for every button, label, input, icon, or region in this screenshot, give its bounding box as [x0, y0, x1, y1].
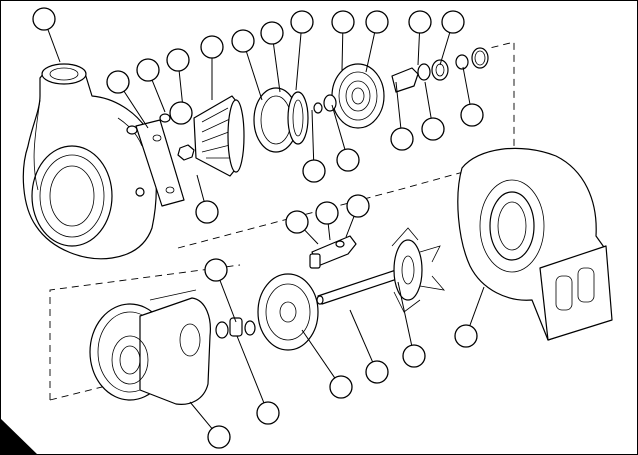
thrust-plate — [323, 63, 385, 129]
callout-leader-c23 — [219, 280, 237, 323]
callout-leader-c2 — [123, 90, 149, 129]
callout-bubble-c8 — [290, 10, 314, 34]
retainer-rings — [215, 317, 256, 339]
callout-bubble-c5 — [200, 35, 224, 59]
callout-leader-c25 — [349, 309, 374, 363]
callout-bubble-c15 — [302, 159, 326, 183]
callout-leader-c19 — [462, 66, 471, 105]
callout-bubble-c13 — [169, 101, 193, 125]
callout-bubble-c21 — [315, 201, 339, 225]
callout-leader-c12 — [439, 32, 451, 66]
callout-leader-c22 — [345, 216, 355, 238]
seal-rings — [253, 87, 323, 153]
callout-leader-c14 — [196, 174, 205, 202]
callout-leader-c24 — [301, 329, 336, 379]
callout-bubble-c4 — [166, 48, 190, 72]
compressor-wheel — [193, 95, 245, 177]
callout-leader-c18 — [424, 81, 432, 119]
callout-bubble-c17 — [390, 127, 414, 151]
callout-leader-c1 — [47, 29, 61, 63]
callout-leader-c20 — [304, 229, 319, 245]
callout-bubble-c26 — [402, 344, 426, 368]
callout-leader-c28 — [236, 335, 265, 403]
callout-bubble-c28 — [256, 401, 280, 425]
callout-bubble-c19 — [460, 103, 484, 127]
callout-bubble-c25 — [365, 360, 389, 384]
center-housing — [89, 289, 211, 405]
callout-leader-c11 — [417, 32, 420, 66]
callout-bubble-c27 — [454, 324, 478, 348]
compressor-housing — [22, 63, 157, 260]
callout-leader-c9 — [341, 32, 344, 71]
callout-bubble-c23 — [204, 258, 228, 282]
corner-tab — [0, 418, 38, 455]
callout-leader-c26 — [397, 281, 413, 346]
callout-bubble-c3 — [136, 58, 160, 82]
callout-bubble-c16 — [336, 148, 360, 172]
callout-leader-c17 — [395, 81, 402, 129]
callout-bubble-c2 — [106, 70, 130, 94]
callout-leader-c29 — [189, 401, 213, 429]
callout-bubble-c14 — [195, 200, 219, 224]
assembly-guides — [49, 41, 515, 401]
callout-leader-c15 — [311, 109, 315, 161]
turbine-housing — [457, 147, 613, 341]
thrust-bearing — [391, 47, 489, 93]
callout-bubble-c1 — [32, 7, 56, 31]
callout-bubble-c20 — [285, 210, 309, 234]
callout-bubble-c22 — [346, 194, 370, 218]
callout-bubble-c10 — [365, 10, 389, 34]
back-plate — [257, 273, 319, 351]
callout-bubble-c24 — [329, 375, 353, 399]
callout-bubble-c6 — [231, 29, 255, 53]
callout-bubble-c18 — [421, 117, 445, 141]
callout-leader-c27 — [469, 286, 485, 326]
callout-leader-c21 — [327, 223, 331, 241]
callout-bubble-c9 — [331, 10, 355, 34]
callout-bubble-c29 — [207, 425, 231, 449]
shaft-turbine-wheel — [316, 227, 446, 313]
bracket-assembly — [309, 235, 357, 269]
callout-bubble-c12 — [441, 10, 465, 34]
callout-leader-c16 — [331, 104, 346, 150]
callout-leader-c3 — [151, 80, 166, 113]
callout-leader-c7 — [272, 43, 281, 93]
callout-leader-c6 — [245, 51, 263, 101]
callout-bubble-c7 — [260, 21, 284, 45]
callout-leader-c10 — [365, 32, 376, 73]
callout-group — [32, 7, 485, 449]
gasket-plate — [135, 119, 185, 207]
callout-leader-c8 — [295, 32, 302, 91]
callout-bubble-c11 — [408, 10, 432, 34]
